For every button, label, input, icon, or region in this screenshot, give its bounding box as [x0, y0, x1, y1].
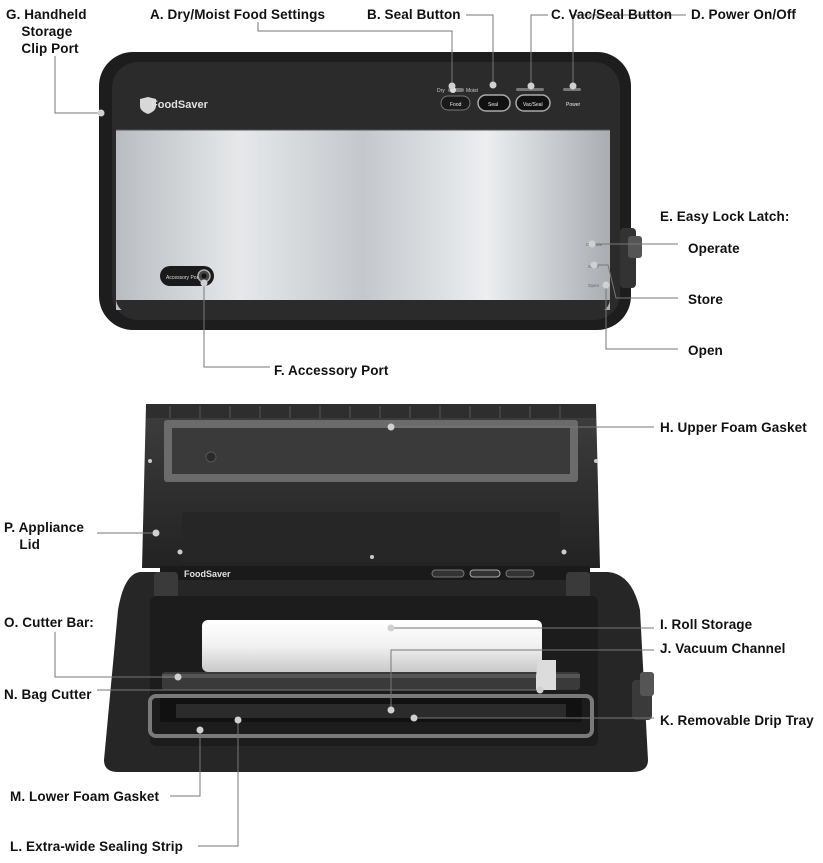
- callout-o-cutter-bar: O. Cutter Bar:: [4, 615, 94, 630]
- callout-g-clip-port: G. Handheld Storage Clip Port: [6, 7, 87, 56]
- callout-f-accessory-port: F. Accessory Port: [274, 363, 389, 378]
- seal-button-label: Seal: [488, 102, 498, 108]
- callout-h-upper-gasket: H. Upper Foam Gasket: [660, 420, 807, 435]
- seal-button[interactable]: Seal: [477, 94, 511, 112]
- callout-dots: [97, 81, 610, 734]
- callout-k-drip-tray: K. Removable Drip Tray: [660, 713, 814, 728]
- lower-foam-gasket: [148, 694, 594, 738]
- latch-open-mark: Open: [588, 283, 600, 288]
- callout-e-store: Store: [688, 292, 724, 307]
- callout-b-seal-button: B. Seal Button: [367, 7, 461, 22]
- food-button-label: Food: [450, 102, 462, 108]
- vac-seal-button-label: Vac/Seal: [523, 102, 543, 108]
- leader-lines: [54, 14, 686, 847]
- callout-i-roll-storage: I. Roll Storage: [660, 617, 753, 632]
- callout-d-power: D. Power On/Off: [691, 7, 797, 22]
- closed-appliance: [99, 52, 642, 330]
- callout-l-sealing-strip: L. Extra-wide Sealing Strip: [10, 839, 183, 854]
- callout-j-vacuum-channel: J. Vacuum Channel: [660, 641, 786, 656]
- brand-logo-bottom: FoodSaver: [184, 569, 231, 579]
- callout-n-bag-cutter: N. Bag Cutter: [4, 687, 92, 702]
- dry-label: Dry: [437, 88, 445, 94]
- callout-c-vac-seal-button: C. Vac/Seal Button: [551, 7, 673, 22]
- vac-seal-button[interactable]: Vac/Seal: [515, 88, 551, 112]
- power-button[interactable]: Power: [563, 88, 581, 108]
- accessory-port[interactable]: Accessory Port: [160, 266, 214, 286]
- brand-logo-top: FoodSaver: [151, 99, 209, 111]
- callout-e-open: Open: [688, 343, 723, 358]
- callout-e-latch: E. Easy Lock Latch:: [660, 209, 790, 224]
- callout-a-food-settings: A. Dry/Moist Food Settings: [150, 7, 326, 22]
- open-appliance: FoodSaver: [104, 404, 654, 772]
- accessory-port-label: Accessory Port: [166, 275, 200, 281]
- bag-cutter[interactable]: [536, 660, 556, 690]
- callout-e-operate: Operate: [688, 241, 740, 256]
- removable-drip-tray: [176, 704, 566, 718]
- foodsaver-logo-icon: [140, 97, 156, 114]
- moist-label: Moist: [466, 88, 479, 94]
- callout-m-lower-gasket: M. Lower Foam Gasket: [10, 789, 160, 804]
- power-button-label: Power: [566, 102, 581, 108]
- callout-p-lid: P. Appliance Lid: [4, 520, 84, 552]
- roll-storage: [202, 620, 542, 672]
